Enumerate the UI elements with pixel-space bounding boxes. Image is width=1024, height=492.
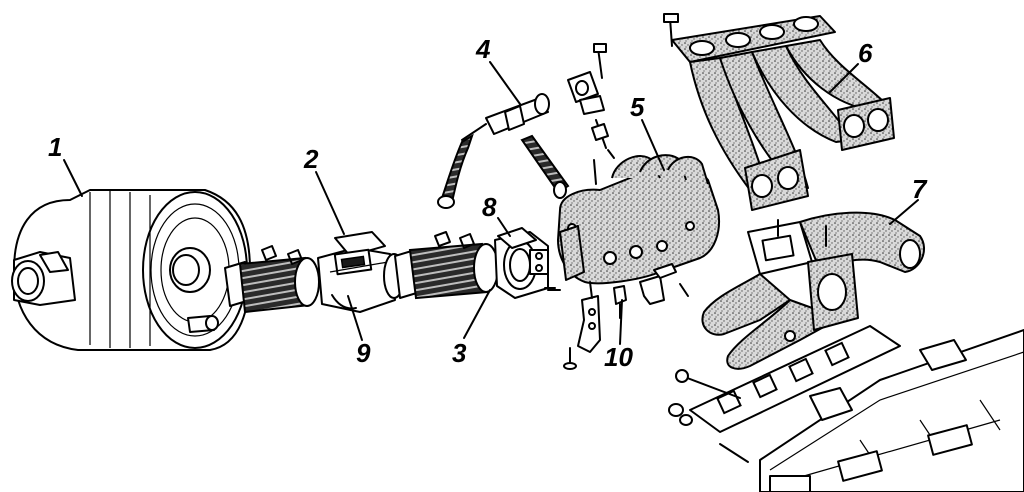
label-10: 10 [604, 342, 633, 372]
part-labels: 1 2 3 4 5 6 7 8 9 10 [48, 34, 928, 372]
label-8: 8 [482, 192, 497, 222]
label-6: 6 [858, 38, 873, 68]
air-filter-housing [11, 189, 251, 351]
leader-6 [829, 63, 859, 93]
throttle-body [494, 227, 561, 299]
label-1: 1 [48, 132, 62, 162]
leader-7 [889, 199, 919, 225]
leader-2 [315, 171, 345, 235]
idle-air-valve [437, 43, 615, 209]
label-3: 3 [452, 338, 467, 368]
leader-4 [489, 61, 521, 105]
cylinder-head [759, 329, 1024, 492]
leader-3 [463, 289, 491, 339]
leader-9 [347, 295, 363, 341]
intake-runner-manifold [663, 13, 895, 211]
air-intake-hose-front [224, 245, 320, 314]
intake-manifold-plenum [557, 154, 720, 285]
leader-8 [497, 217, 511, 237]
air-intake-hose-rear [394, 231, 499, 300]
leader-lines [63, 61, 919, 345]
manifold-gasket [668, 325, 901, 463]
mounting-brackets [544, 263, 689, 370]
label-7: 7 [912, 174, 928, 204]
label-2: 2 [303, 144, 319, 174]
leader-5 [641, 119, 665, 171]
leader-10 [619, 299, 623, 345]
label-9: 9 [356, 338, 371, 368]
label-5: 5 [630, 92, 645, 122]
lower-intake-manifold [701, 211, 925, 370]
leader-1 [63, 159, 83, 197]
label-4: 4 [475, 34, 491, 64]
air-flow-sensor [317, 231, 405, 313]
